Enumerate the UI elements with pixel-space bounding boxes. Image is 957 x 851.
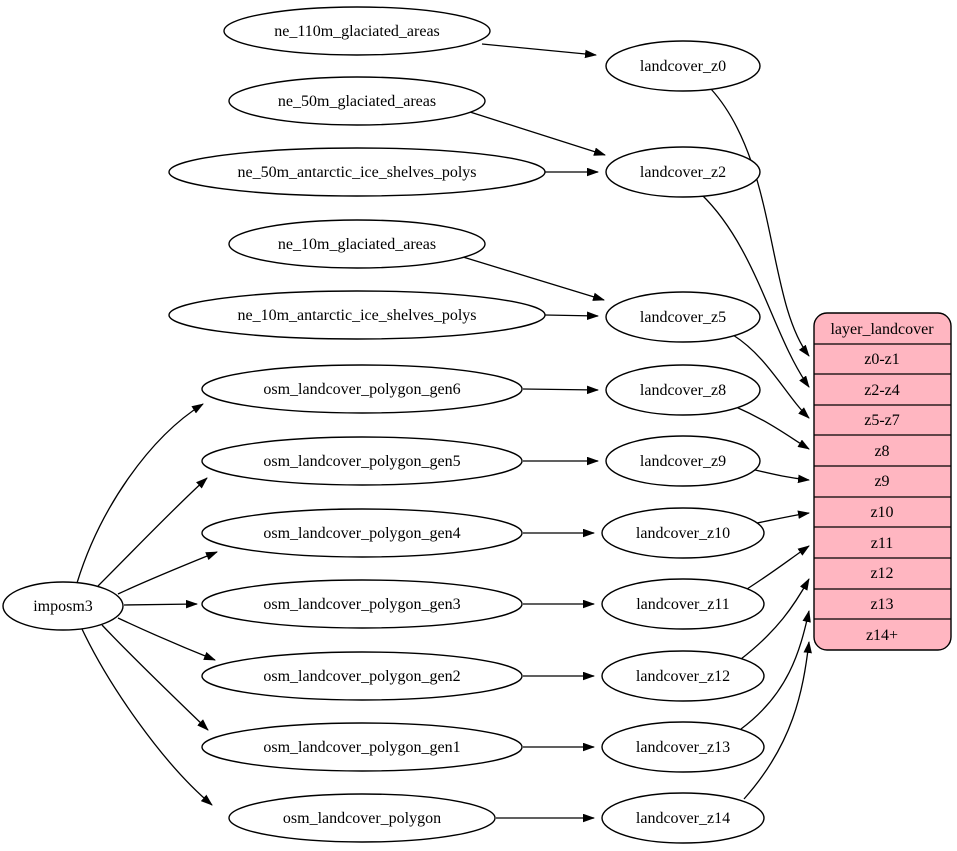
table-row-z10: z10	[870, 504, 893, 521]
node-osm-landcover-polygon-gen5: osm_landcover_polygon_gen5	[201, 436, 523, 486]
node-label: osm_landcover_polygon_gen3	[263, 596, 460, 613]
node-label: osm_landcover_polygon	[283, 810, 441, 827]
node-landcover-z2: landcover_z2	[605, 146, 761, 198]
edge-landcover-z0-to-row-z0-z1	[710, 88, 810, 357]
node-label: landcover_z9	[640, 453, 726, 470]
table-background	[813, 312, 952, 651]
edge-ne-10m-glaciated-areas-to-landcover-z5	[462, 256, 605, 301]
table-row-z5-z7: z5-z7	[864, 412, 900, 429]
table-title: layer_landcover	[830, 321, 934, 338]
edge-imposm3-to-osm-landcover-polygon-gen1	[101, 624, 209, 731]
table-row-z14plus: z14+	[866, 627, 898, 644]
node-landcover-z11: landcover_z11	[601, 578, 765, 630]
table-row-z12: z12	[870, 565, 893, 582]
edge-landcover-z8-to-row-z8	[735, 406, 810, 450]
node-landcover-z12: landcover_z12	[601, 650, 765, 702]
edge-imposm3-to-osm-landcover-polygon-gen4	[117, 551, 218, 595]
node-label: landcover_z14	[636, 810, 730, 827]
node-osm-landcover-polygon-gen3: osm_landcover_polygon_gen3	[201, 579, 523, 629]
node-imposm3: imposm3	[2, 581, 124, 631]
node-label: osm_landcover_polygon_gen6	[263, 381, 460, 398]
edge-osm-landcover-polygon-gen6-to-landcover-z8	[522, 385, 599, 395]
edge-group	[76, 43, 812, 823]
node-ne-10m-glaciated-areas: ne_10m_glaciated_areas	[228, 219, 486, 269]
node-label: osm_landcover_polygon_gen5	[263, 453, 460, 470]
node-landcover-z13: landcover_z13	[601, 721, 765, 773]
node-label: ne_10m_glaciated_areas	[278, 236, 436, 253]
edge-landcover-z14-to-row-z14plus	[743, 641, 812, 800]
edge-ne-110m-glaciated-areas-to-landcover-z0	[481, 43, 597, 59]
edge-ne-10m-antarctic-ice-shelves-polys-to-landcover-z5	[544, 311, 599, 321]
node-label: ne_50m_antarctic_ice_shelves_polys	[237, 164, 476, 181]
node-osm-landcover-polygon-gen6: osm_landcover_polygon_gen6	[201, 364, 523, 414]
node-label: ne_110m_glaciated_areas	[274, 23, 440, 40]
node-landcover-z0: landcover_z0	[605, 40, 761, 92]
node-ne-50m-glaciated-areas: ne_50m_glaciated_areas	[228, 76, 486, 126]
edge-imposm3-to-osm-landcover-polygon-gen5	[97, 477, 208, 587]
node-label: ne_50m_glaciated_areas	[278, 93, 436, 110]
node-label: osm_landcover_polygon_gen4	[263, 525, 460, 542]
node-label: landcover_z11	[636, 596, 730, 613]
node-label: osm_landcover_polygon_gen1	[263, 739, 460, 756]
node-osm-landcover-polygon-gen1: osm_landcover_polygon_gen1	[201, 722, 523, 772]
node-label: landcover_z10	[636, 525, 730, 542]
node-osm-landcover-polygon: osm_landcover_polygon	[228, 793, 496, 843]
edge-landcover-z12-to-row-z12	[740, 578, 810, 660]
node-landcover-z9: landcover_z9	[605, 435, 761, 487]
table-row-z0-z1: z0-z1	[864, 351, 900, 368]
node-ne-110m-glaciated-areas: ne_110m_glaciated_areas	[223, 6, 491, 56]
node-label: landcover_z8	[640, 382, 726, 399]
node-osm-landcover-polygon-gen4: osm_landcover_polygon_gen4	[201, 508, 523, 558]
table-row-z2-z4: z2-z4	[864, 382, 900, 399]
node-ne-50m-antarctic-ice-shelves-polys: ne_50m_antarctic_ice_shelves_polys	[168, 147, 546, 197]
table-layer-landcover: layer_landcover z0-z1 z2-z4 z5-z7 z8 z9 …	[813, 312, 952, 651]
edge-landcover-z13-to-row-z13	[740, 610, 811, 730]
node-label: landcover_z0	[640, 58, 726, 75]
node-landcover-z8: landcover_z8	[605, 364, 761, 416]
table-row-z11: z11	[871, 535, 894, 552]
edge-imposm3-to-osm-landcover-polygon	[81, 628, 213, 806]
table-row-z13: z13	[870, 596, 893, 613]
edge-landcover-z2-to-row-z2-z4	[700, 193, 810, 388]
edge-landcover-z5-to-row-z5-z7	[732, 334, 810, 419]
node-label: landcover_z2	[640, 164, 726, 181]
node-landcover-z5: landcover_z5	[605, 291, 761, 343]
table-row-z9: z9	[874, 473, 889, 490]
edge-imposm3-to-osm-landcover-polygon-gen2	[117, 617, 216, 661]
node-label: landcover_z13	[636, 739, 730, 756]
node-ne-10m-antarctic-ice-shelves-polys: ne_10m_antarctic_ice_shelves_polys	[168, 290, 546, 340]
edge-landcover-z11-to-row-z11	[746, 545, 810, 590]
node-label: landcover_z5	[640, 309, 726, 326]
node-landcover-z14: landcover_z14	[601, 792, 765, 844]
node-osm-landcover-polygon-gen2: osm_landcover_polygon_gen2	[201, 651, 523, 701]
edge-imposm3-to-osm-landcover-polygon-gen6	[76, 403, 204, 584]
node-label: landcover_z12	[636, 668, 730, 685]
edge-imposm3-to-osm-landcover-polygon-gen3	[123, 599, 198, 609]
node-label: imposm3	[33, 598, 93, 615]
node-landcover-z10: landcover_z10	[601, 507, 765, 559]
edge-ne-50m-glaciated-areas-to-landcover-z2	[469, 111, 606, 156]
edge-landcover-z9-to-row-z9	[750, 468, 810, 484]
table-row-z8: z8	[874, 443, 889, 460]
node-label: osm_landcover_polygon_gen2	[263, 668, 460, 685]
node-label: ne_10m_antarctic_ice_shelves_polys	[237, 307, 476, 324]
